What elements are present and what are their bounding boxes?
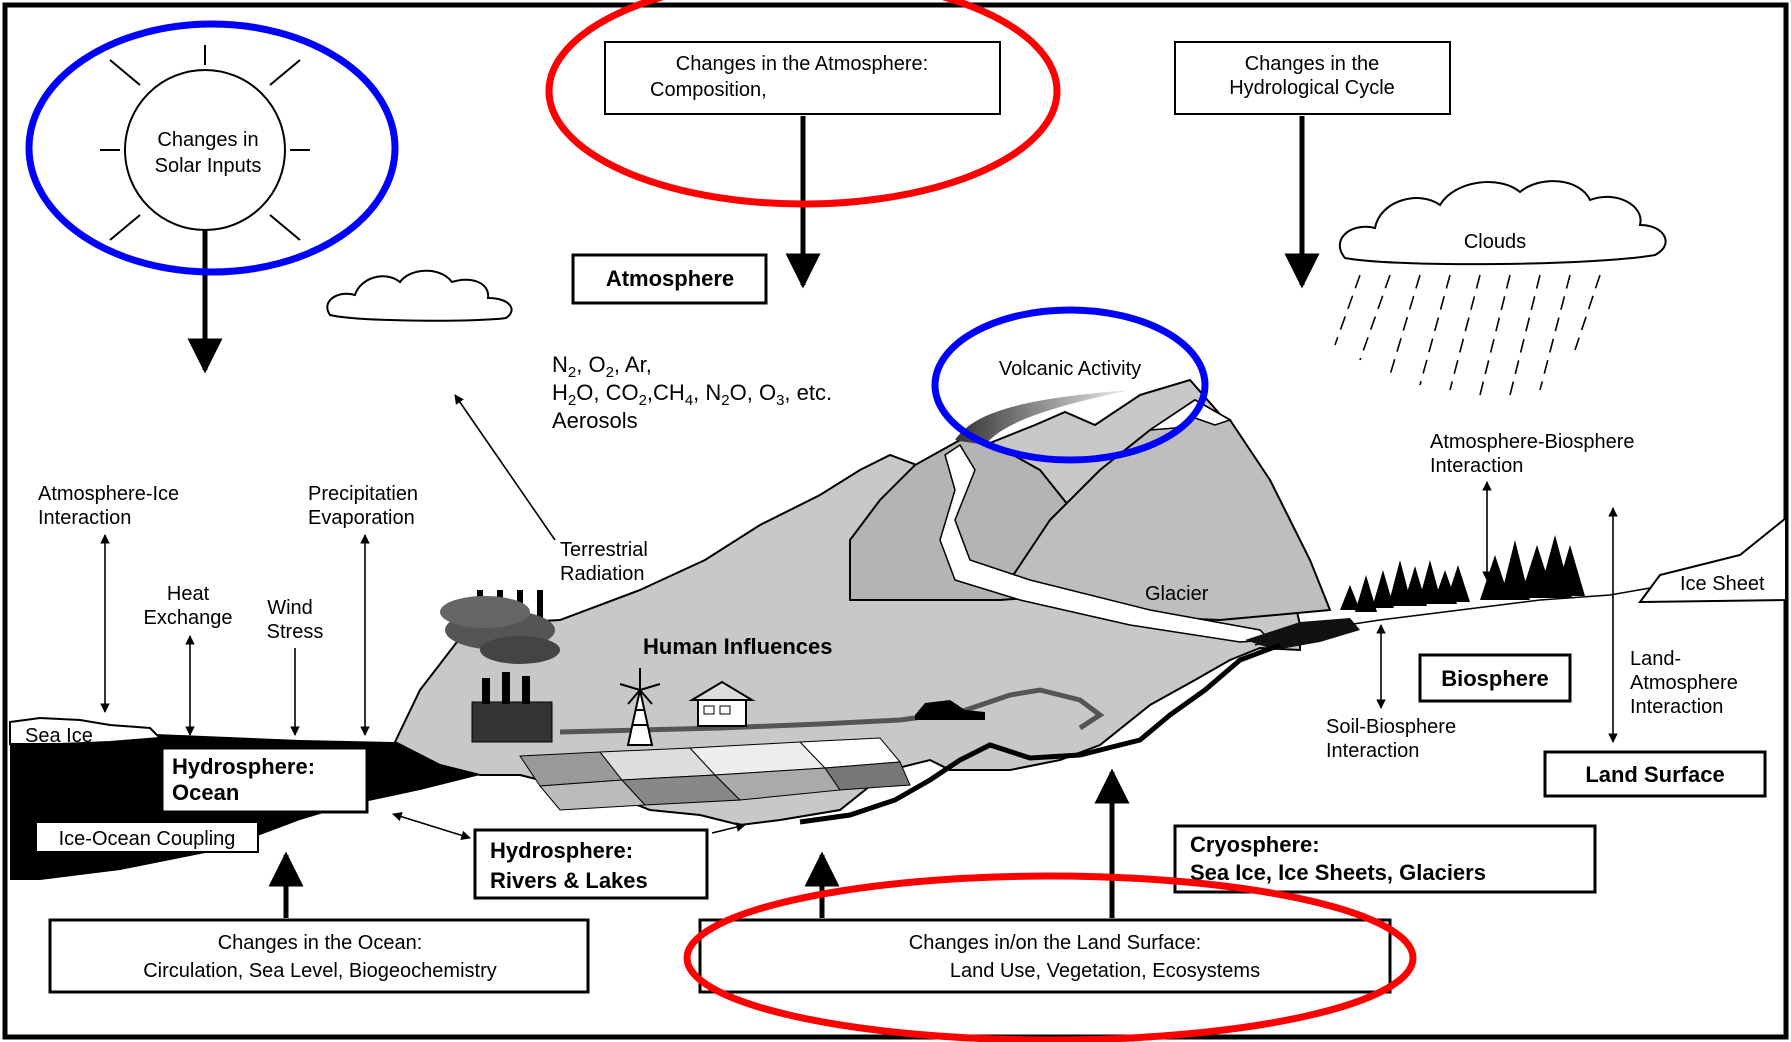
land-atmo-line1: Land-: [1630, 648, 1681, 670]
land-surface-label: Land Surface: [1585, 762, 1724, 787]
atmosphere-label: Atmosphere: [606, 266, 734, 291]
ocean-change-line1: Changes in the Ocean:: [218, 932, 423, 954]
atmo-ice-line1: Atmosphere-Ice: [38, 483, 179, 505]
land-change-box: [698, 918, 1392, 994]
rain: [1334, 274, 1601, 396]
soil-bio-line2: Interaction: [1326, 740, 1419, 762]
sea-ice-label: Sea Ice: [25, 725, 93, 747]
atmo-ice-line2: Interaction: [38, 507, 131, 529]
cryosphere-box: [1173, 824, 1597, 894]
windmill: [619, 668, 661, 746]
land-area: [393, 378, 1301, 827]
hydrological-change-line1: Changes in the: [1245, 53, 1380, 75]
landscape: [9, 378, 1787, 880]
land-atmo-line3: Interaction: [1630, 696, 1723, 718]
solar-label-line2: Solar Inputs: [155, 155, 262, 177]
factory: [440, 590, 560, 743]
hydro-rivers-box: [473, 828, 709, 900]
clouds-label: Clouds: [1464, 231, 1526, 253]
volcanic-label: Volcanic Activity: [999, 358, 1141, 380]
ocean-change-box: [48, 918, 590, 994]
highlight-solar: [25, 20, 399, 276]
ice-ocean-label: Ice-Ocean Coupling: [59, 828, 236, 850]
ice-ocean-box: [35, 821, 259, 853]
cloud-large: [1338, 180, 1667, 266]
ocean-rivers-arrow: [392, 811, 471, 841]
atmosphere-change-line2: Composition,: [650, 79, 767, 101]
ice-sheet-label: Ice Sheet: [1680, 573, 1765, 595]
rivers-land-arrow: [711, 822, 746, 834]
terrestrial-line1: Terrestrial: [560, 539, 648, 561]
fields: [519, 737, 911, 811]
hydro-rivers-line1: Hydrosphere:: [490, 838, 633, 863]
hydro-ocean-box: [160, 746, 369, 814]
atmosphere-change-box: [604, 41, 1001, 115]
atmosphere-change-line1: Changes in the Atmosphere:: [676, 53, 928, 75]
river: [799, 642, 1281, 825]
heat-line1: Heat: [167, 583, 210, 605]
atmo-bio-line2: Interaction: [1430, 455, 1523, 477]
hydrological-change-line2: Hydrological Cycle: [1229, 77, 1395, 99]
terrestrial-line2: Radiation: [560, 563, 645, 585]
hydro-rivers-line2: Rivers & Lakes: [490, 868, 648, 893]
house: [688, 680, 756, 727]
human-influences-label: Human Influences: [643, 634, 832, 659]
land-change-line2: Land Use, Vegetation, Ecosystems: [950, 960, 1260, 982]
cryosphere-line1: Cryosphere:: [1190, 832, 1320, 857]
cryosphere-line2: Sea Ice, Ice Sheets, Glaciers: [1190, 860, 1486, 885]
highlight-volcanic: [931, 306, 1209, 464]
biosphere-label: Biosphere: [1441, 666, 1549, 691]
biosphere-box: [1418, 653, 1572, 703]
hydrological-change-box: [1174, 41, 1451, 115]
land-change-line1: Changes in/on the Land Surface:: [909, 932, 1201, 954]
atmo-bio-line1: Atmosphere-Biosphere: [1430, 431, 1635, 453]
wind-line1: Wind: [267, 597, 313, 619]
highlight-land-change: [683, 872, 1417, 1042]
cloud-small: [326, 269, 513, 322]
wind-line2: Stress: [267, 621, 324, 643]
trees: [1340, 535, 1585, 612]
heat-line2: Exchange: [144, 607, 233, 629]
aerosols-label: Aerosols: [552, 408, 638, 433]
soil-bio-line1: Soil-Biosphere: [1326, 716, 1456, 738]
volcanic-plume: [955, 390, 1130, 445]
glacier-label: Glacier: [1145, 583, 1209, 605]
gases-line1: N2, O2, Ar,: [552, 352, 652, 381]
ocean-change-line2: Circulation, Sea Level, Biogeochemistry: [143, 960, 497, 982]
land-atmo-line2: Atmosphere: [1630, 672, 1738, 694]
hydro-ocean-line1: Hydrosphere:: [172, 754, 315, 779]
sea-ice-shape: [9, 716, 163, 745]
ice-sheet-shape: [1637, 515, 1787, 604]
atmosphere-box: [571, 253, 768, 305]
lake: [1245, 618, 1360, 650]
car: [915, 700, 985, 720]
gases-line2: H2O, CO2,CH4, N2O, O3, etc.: [552, 380, 832, 409]
highlight-atmosphere-change: [545, 0, 1061, 208]
land-surface-box: [1543, 750, 1767, 798]
precip-line1: Precipitatien: [308, 483, 418, 505]
precip-line2: Evaporation: [308, 507, 415, 529]
terrestrial-arrow: [454, 394, 556, 541]
solar-label-line1: Changes in: [157, 129, 258, 151]
hydro-ocean-line2: Ocean: [172, 780, 239, 805]
